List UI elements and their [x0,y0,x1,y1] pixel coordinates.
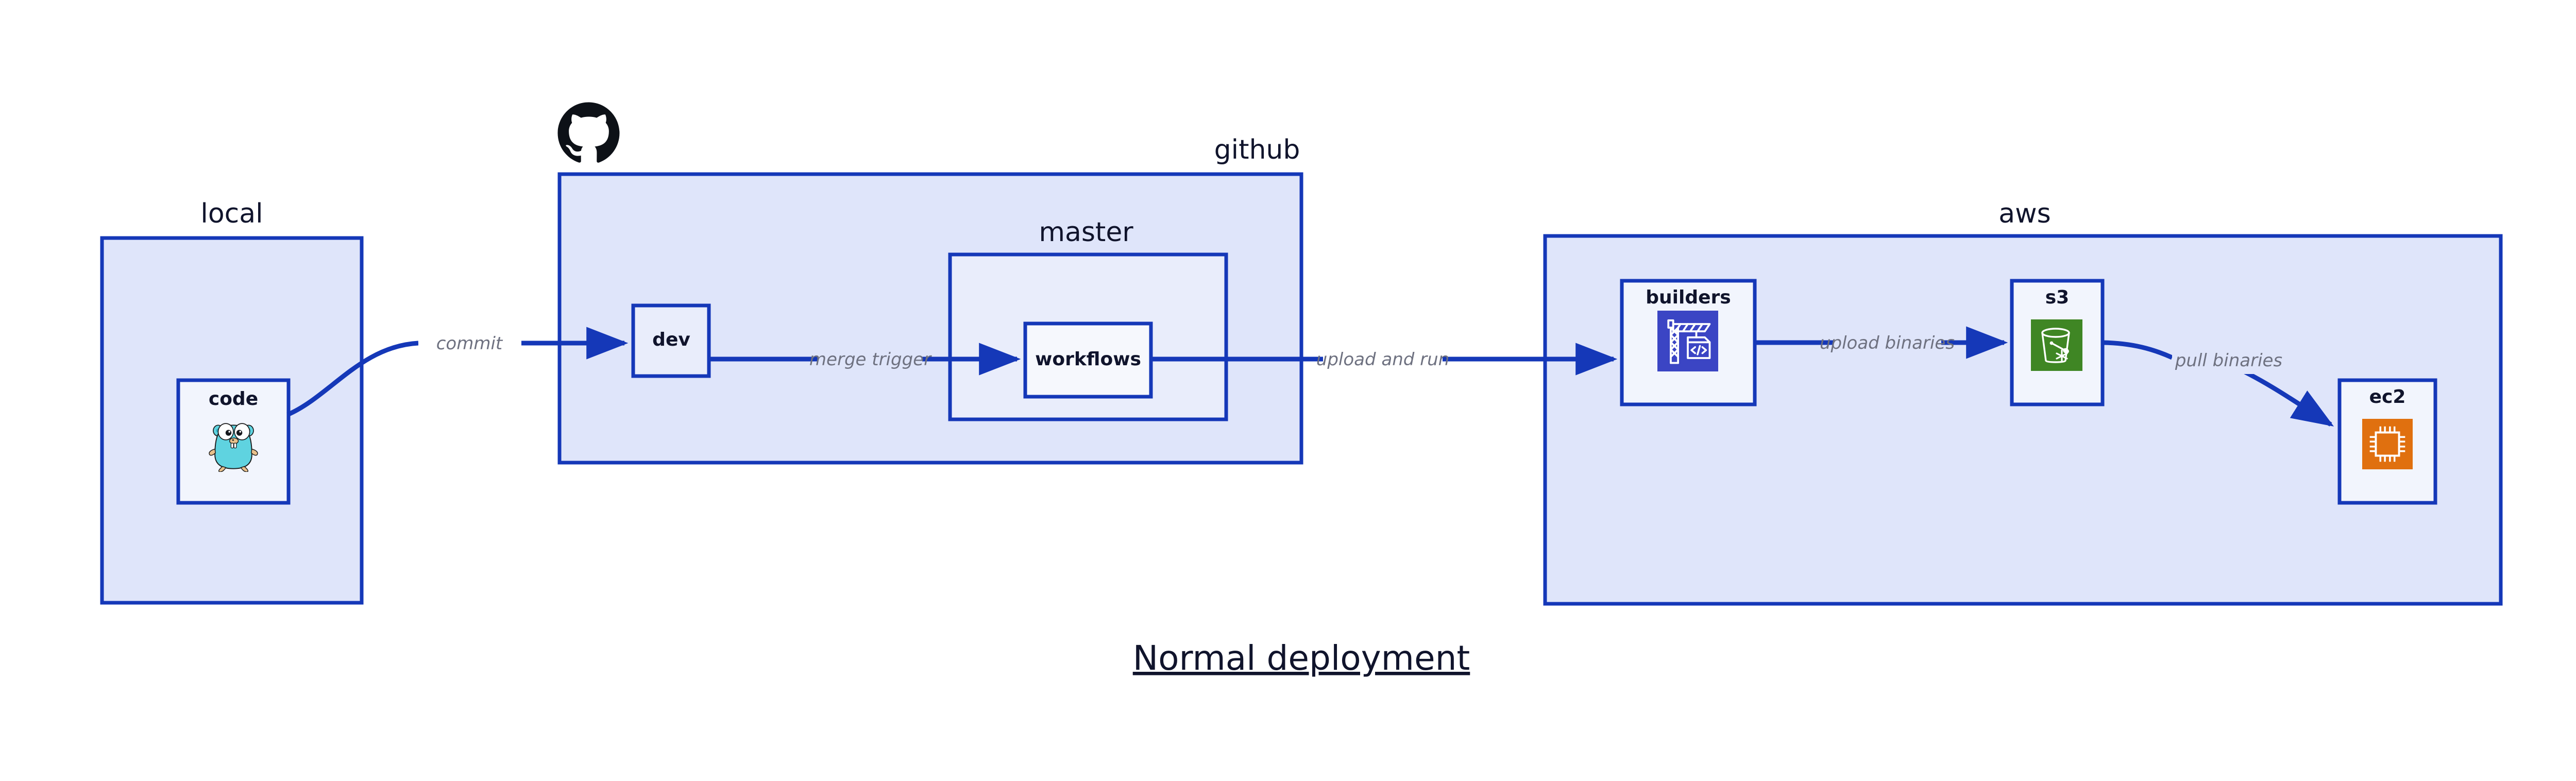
node-box-workflows[interactable] [1023,321,1153,399]
node-label-builders: builders [1646,287,1731,308]
edge-path-pull-binaries [2102,340,2173,360]
zone-title-github: github [1214,134,1300,165]
zone-title-aws: aws [1998,198,2051,229]
edge-label-upload-and-run: upload and run [1316,349,1449,370]
crane-code-icon [1657,311,1718,371]
node-label-ec2: ec2 [2369,386,2406,408]
edges-layer: commit merge trigger upload and run [286,326,2334,427]
node-box-dev[interactable] [631,303,711,378]
node-code[interactable]: code [176,378,291,505]
edge-label-commit: commit [436,333,503,354]
cpu-chip-icon [2362,419,2413,469]
zone-local: local code [100,198,364,605]
node-s3[interactable]: s3 [2010,279,2105,406]
node-label-workflows: workflows [1035,349,1141,370]
github-octocat-icon [557,102,620,163]
node-dev[interactable]: dev [631,303,711,378]
node-label-s3: s3 [2045,287,2069,308]
edge-commit: commit [286,327,629,417]
node-builders[interactable]: builders [1620,279,1757,406]
node-label-code: code [209,388,258,410]
edge-label-merge-trigger: merge trigger [809,349,932,370]
subzone-title-master: master [1039,217,1133,248]
s3-bucket-icon [2031,319,2082,371]
edge-label-pull-binaries: pull binaries [2175,350,2282,371]
zone-github: github master workflows dev [557,102,1303,465]
node-label-dev: dev [652,329,690,350]
edge-label-upload-binaries: upload binaries [1820,333,1955,353]
edge-upload-binaries: upload binaries [1755,326,2008,359]
node-workflows[interactable]: workflows [1023,321,1153,399]
edge-merge-trigger: merge trigger [709,343,1021,376]
edge-pull-binaries: pull binaries [2102,340,2334,427]
subzone-master: master workflows [948,217,1228,421]
zone-aws: aws builders s3 ec2 [1543,198,2503,606]
diagram-title: Normal deployment [1133,638,1470,678]
edge-upload-and-run: upload and run [1151,343,1618,376]
zone-title-local: local [200,198,263,229]
node-ec2[interactable]: ec2 [2337,378,2437,505]
edge-path-commit [286,341,419,417]
